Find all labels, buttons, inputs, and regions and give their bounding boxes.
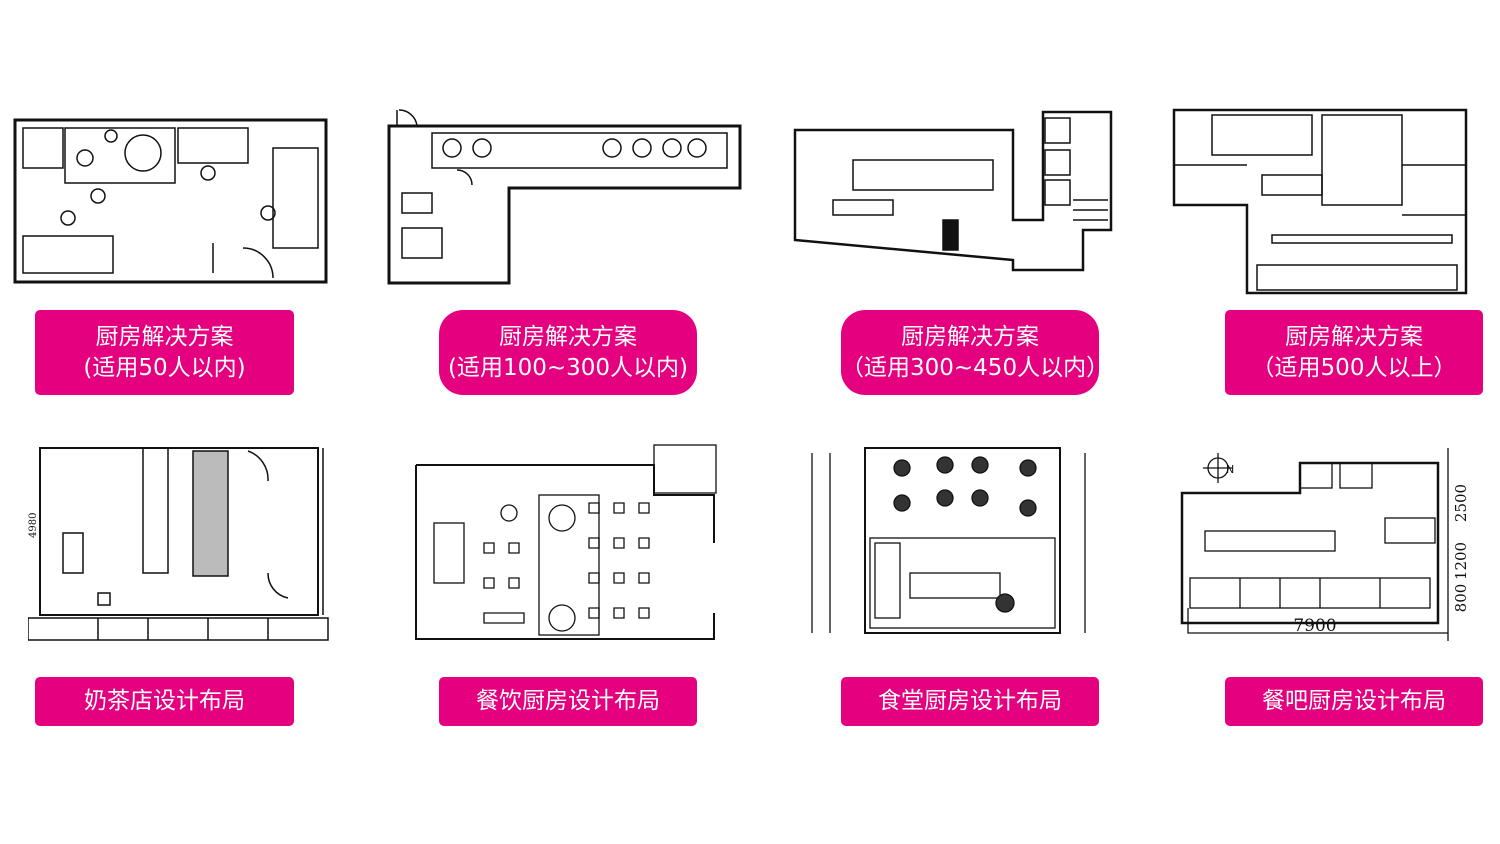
layout-button-canteen[interactable]: 食堂厨房设计布局 <box>841 677 1099 726</box>
solution-title: 厨房解决方案 <box>95 323 234 350</box>
width-dimension: 7900 <box>1293 616 1336 636</box>
solution-button-50[interactable]: 厨房解决方案 (适用50人以内) <box>35 310 294 395</box>
layout-button-restaurant[interactable]: 餐饮厨房设计布局 <box>439 677 697 726</box>
solution-capacity: （适用300~450人以内） <box>841 354 1110 381</box>
solution-button-300-450[interactable]: 厨房解决方案 （适用300~450人以内） <box>841 310 1110 395</box>
solution-button-500plus[interactable]: 厨房解决方案 （适用500人以上） <box>1225 310 1483 395</box>
dimension-800: 800 <box>1452 584 1470 613</box>
solution-capacity: （适用500人以上） <box>1251 354 1457 381</box>
floor-plan-500plus <box>1172 105 1468 297</box>
compass-north: N <box>1226 463 1234 476</box>
layout-button-bar[interactable]: 餐吧厨房设计布局 <box>1225 677 1483 726</box>
floor-plan-100-300 <box>387 108 742 285</box>
solution-capacity: (适用50人以内) <box>83 354 246 381</box>
floor-plan-milk-tea: 4980 <box>28 443 330 641</box>
solution-button-100-300[interactable]: 厨房解决方案 (适用100~300人以内) <box>439 310 697 395</box>
solution-title: 厨房解决方案 <box>901 323 1039 350</box>
floor-plan-300-450 <box>793 110 1114 273</box>
solution-title: 厨房解决方案 <box>499 323 637 350</box>
layout-label: 奶茶店设计布局 <box>84 688 245 714</box>
layout-label: 食堂厨房设计布局 <box>878 688 1062 714</box>
floor-plan-bar: N 7900 2500 1200 800 <box>1180 443 1478 641</box>
solution-capacity: (适用100~300人以内) <box>447 354 689 381</box>
solution-title: 厨房解决方案 <box>1285 323 1423 350</box>
dimension-label: 4980 <box>28 513 39 538</box>
floor-plan-restaurant <box>414 443 718 641</box>
floor-plan-50 <box>13 118 328 284</box>
dimension-1200: 1200 <box>1452 542 1470 580</box>
floor-plan-canteen <box>810 443 1113 641</box>
layout-label: 餐饮厨房设计布局 <box>476 688 660 714</box>
layout-button-milk-tea[interactable]: 奶茶店设计布局 <box>35 677 294 726</box>
layout-label: 餐吧厨房设计布局 <box>1262 688 1446 714</box>
dimension-2500: 2500 <box>1452 484 1470 522</box>
